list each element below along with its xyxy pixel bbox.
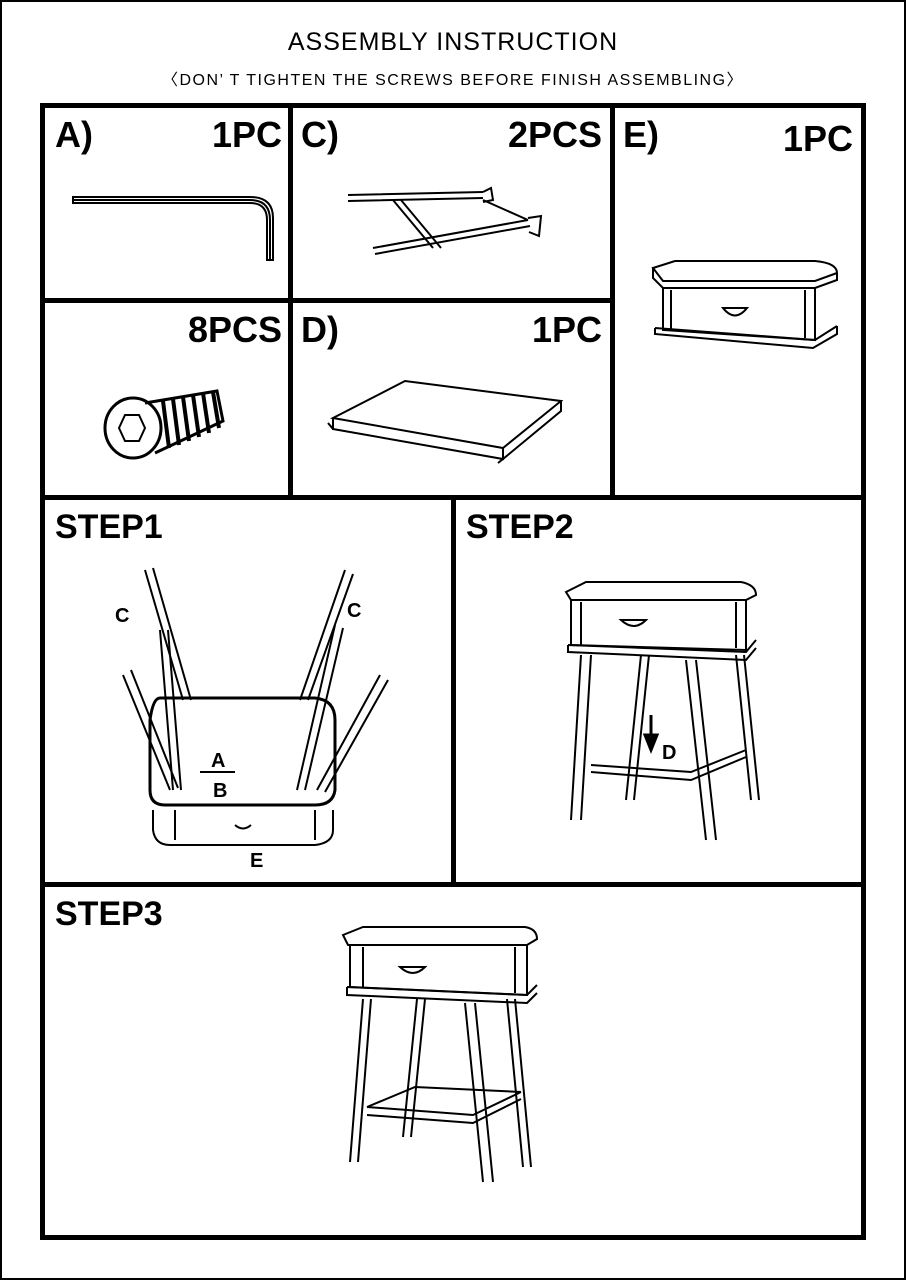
- part-label: A): [55, 114, 93, 155]
- step1-panel: STEP1 C C A B E: [40, 495, 456, 887]
- leg-frame-icon: [347, 186, 543, 255]
- part-count: 1PC: [211, 114, 282, 155]
- part-count: 1PC: [531, 309, 602, 350]
- step3-diagram: [341, 926, 539, 1183]
- step2-diagram: [564, 581, 760, 841]
- step3-panel: STEP3: [40, 882, 866, 1240]
- callout-c: C: [115, 605, 130, 627]
- part-count: 1PC: [782, 118, 853, 159]
- callout-c: C: [347, 600, 362, 622]
- part-count: 2PCS: [507, 114, 602, 155]
- part-e-panel: E) 1PC: [610, 103, 866, 500]
- page-title: ASSEMBLY INSTRUCTION: [287, 28, 619, 56]
- screw-icon: [103, 389, 225, 460]
- callout-a: A: [211, 750, 226, 772]
- drawer-box-icon: [651, 260, 839, 350]
- part-a-panel: A) 1PC: [40, 103, 293, 303]
- shelf-board-icon: [327, 379, 564, 464]
- step-title: STEP2: [466, 508, 574, 546]
- step2-panel: STEP2 D: [451, 495, 866, 887]
- part-b-panel: 8PCS: [40, 298, 293, 500]
- part-d-panel: D) 1PC: [288, 298, 615, 500]
- part-label: D): [301, 309, 339, 350]
- step1-diagram: [122, 567, 389, 846]
- part-count: 8PCS: [187, 309, 282, 350]
- callout-e: E: [250, 850, 264, 872]
- callout-d: D: [662, 742, 677, 764]
- part-label: C): [301, 114, 339, 155]
- part-c-panel: C) 2PCS: [288, 103, 615, 303]
- callout-b: B: [213, 780, 228, 802]
- allen-key-icon: [72, 196, 274, 261]
- part-label: E): [623, 114, 659, 155]
- page-subtitle: 〈DON’ T TIGHTEN THE SCREWS BEFORE FINISH…: [161, 72, 745, 89]
- step-title: STEP3: [55, 895, 163, 933]
- step-title: STEP1: [55, 508, 163, 546]
